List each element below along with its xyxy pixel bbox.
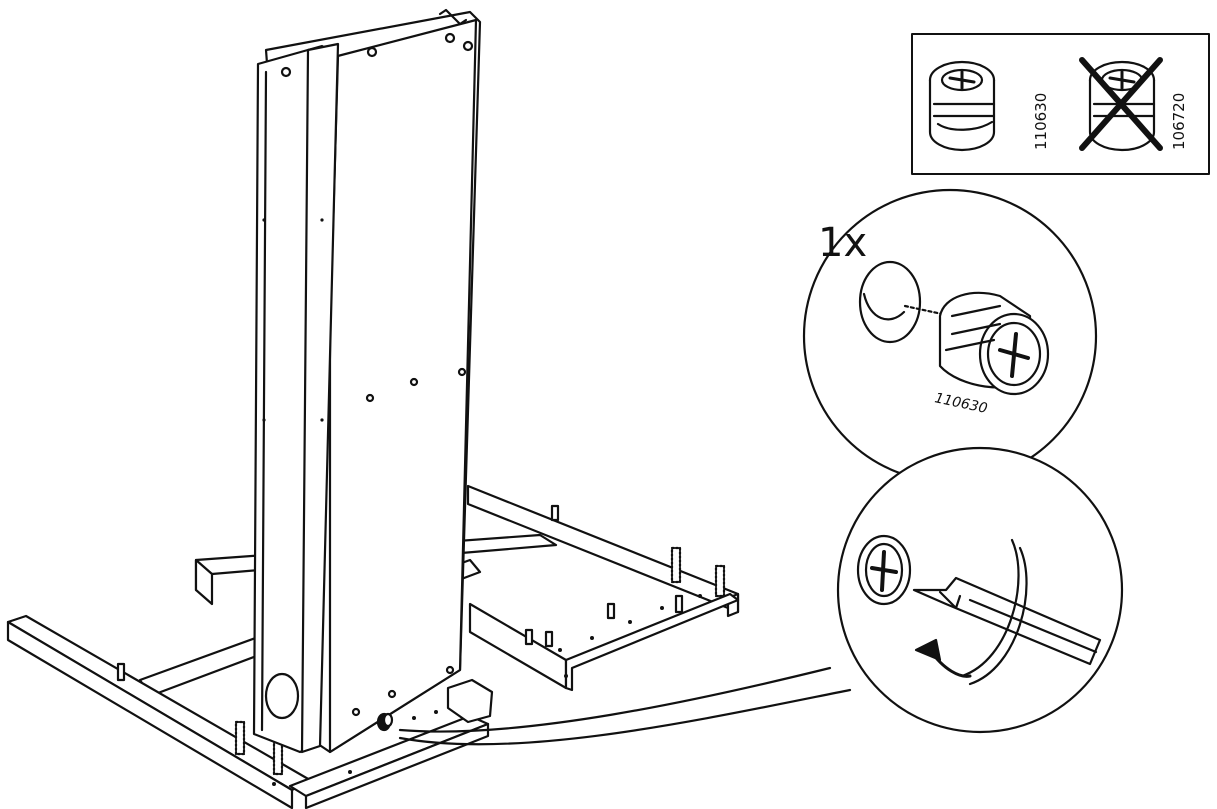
detail-cam-lock-icon bbox=[938, 291, 1050, 396]
part-note-box bbox=[911, 33, 1210, 175]
upright-panels bbox=[252, 8, 482, 754]
wrong-part-number: 106720 bbox=[1170, 93, 1188, 150]
callout-leader bbox=[398, 666, 852, 746]
screwdriver-icon bbox=[912, 576, 1102, 666]
quantity-label: 1x bbox=[818, 220, 867, 266]
rotation-arrow-icon bbox=[914, 538, 1028, 686]
cable-hole bbox=[264, 672, 300, 720]
rail-holes bbox=[272, 594, 702, 786]
dowels bbox=[116, 504, 684, 682]
crossed-cam-lock-icon bbox=[1079, 57, 1163, 152]
panel-holes bbox=[280, 32, 474, 717]
cam-lock-icon bbox=[928, 60, 996, 152]
detail-circle-tighten bbox=[836, 446, 1124, 734]
detail-circle-insert bbox=[802, 188, 1098, 484]
front-right-block bbox=[446, 678, 494, 724]
panel-cam-lock bbox=[376, 712, 394, 732]
correct-part-number: 110630 bbox=[1032, 93, 1050, 150]
